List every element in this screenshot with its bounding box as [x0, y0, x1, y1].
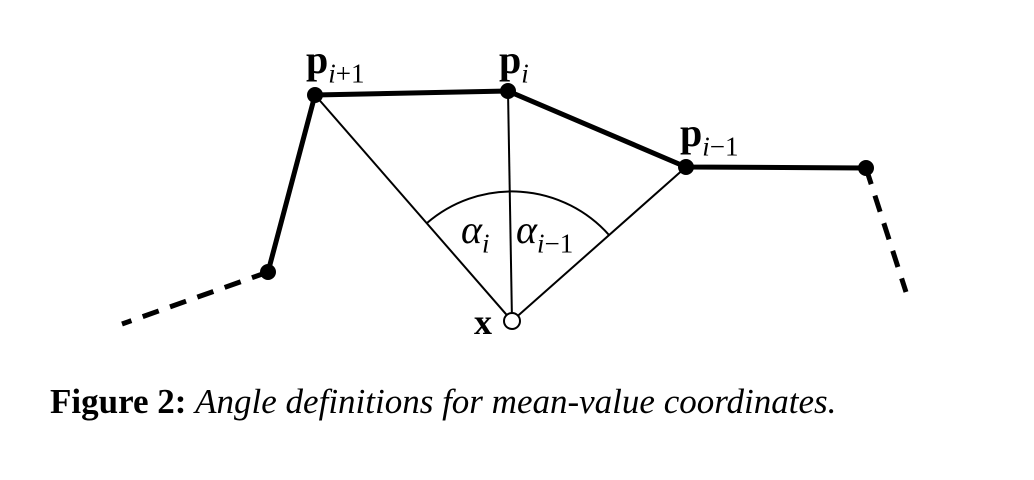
- vertex-p-next: [307, 87, 323, 103]
- spoke-p-prev: [511, 166, 687, 322]
- vertex-p-i: [500, 83, 516, 99]
- label-x-symbol: x: [474, 302, 492, 342]
- label-alpha-i-symbol: α: [461, 207, 482, 252]
- dashed-edge-right: [863, 167, 909, 293]
- point-x: [503, 312, 521, 330]
- label-alpha-prev-symbol: α: [516, 207, 537, 252]
- label-p-i-symbol: p: [499, 37, 522, 82]
- label-alpha-prev-sub-var: i: [537, 228, 545, 259]
- label-p-next-symbol: p: [306, 37, 329, 82]
- spoke-p-i: [507, 90, 513, 322]
- label-alpha-prev-sub-rest: −1: [544, 228, 574, 259]
- label-alpha-i-sub-var: i: [482, 228, 490, 259]
- label-p-i: pi: [499, 37, 529, 87]
- label-p-prev-sub-var: i: [702, 131, 710, 162]
- label-p-next-sub-rest: +1: [335, 58, 365, 89]
- vertex-p-prev: [678, 159, 694, 175]
- figure-caption: Figure 2: Angle definitions for mean-val…: [50, 382, 836, 422]
- label-alpha-prev: αi−1: [516, 207, 573, 257]
- label-alpha-i: αi: [461, 207, 490, 257]
- label-p-next-sub-var: i: [328, 58, 336, 89]
- dashed-edge-left: [121, 269, 269, 327]
- label-p-i-sub-var: i: [521, 58, 529, 89]
- spoke-p-next: [314, 94, 513, 322]
- angle-arc: [426, 190, 610, 236]
- caption-label: Figure 2:: [50, 382, 187, 421]
- label-x: x: [474, 304, 492, 340]
- label-p-prev: pi−1: [680, 110, 739, 160]
- vertex-left: [260, 264, 276, 280]
- label-p-prev-sub-rest: −1: [709, 131, 739, 162]
- label-p-prev-symbol: p: [680, 110, 703, 155]
- vertex-right: [858, 160, 874, 176]
- caption-text: Angle definitions for mean-value coordin…: [195, 382, 837, 421]
- label-p-next: pi+1: [306, 37, 365, 87]
